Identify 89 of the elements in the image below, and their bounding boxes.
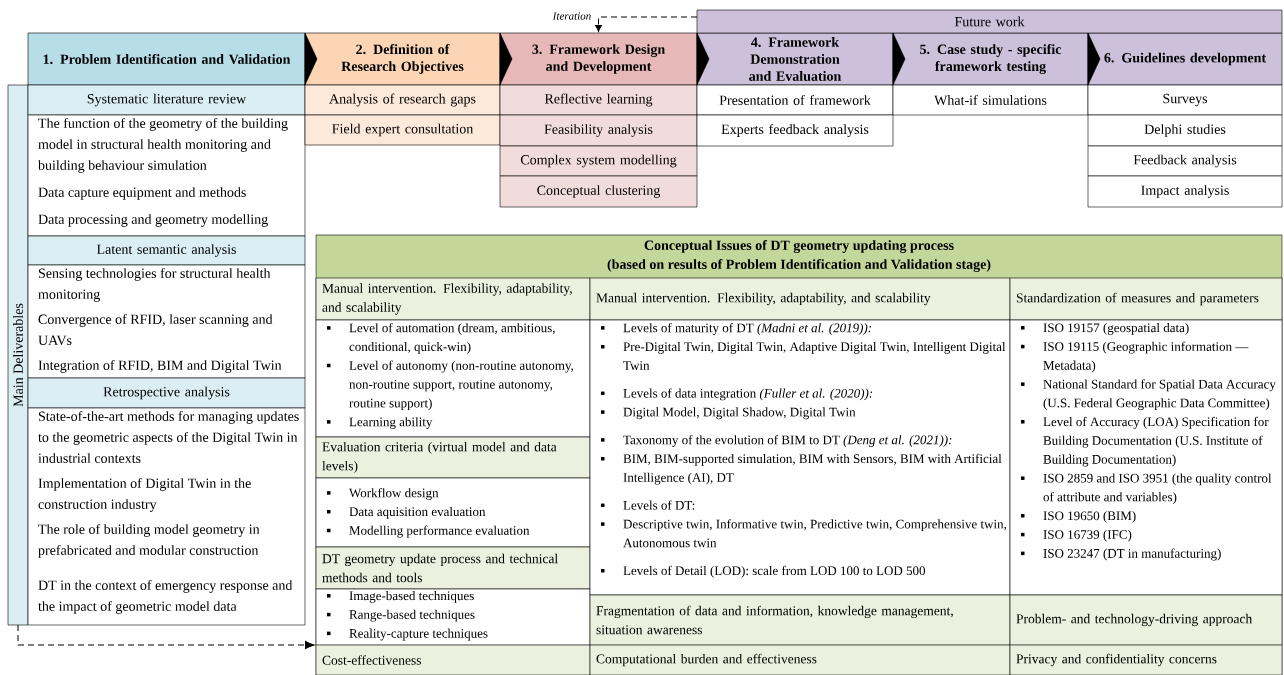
deliverable-text: The role of building model geometry in prefabricated and modular construction: [38, 524, 260, 558]
edge-label: Iteration: [552, 12, 591, 20]
deliverable-text: The function of the geometry of the building model in structural health monitoring and building behaviour simulation: [38, 118, 288, 173]
bullet-item: Pre-Digital Twin, Digital Twin, Adaptive Digital Twin, Intelligent Digital Twin: [601, 341, 1006, 370]
future-work-band: Future work: [696, 9, 1283, 34]
bullet-item: Range-based techniques: [327, 609, 475, 622]
bullet-item: ISO 19115 (Geographic information — Metadata): [1021, 341, 1249, 373]
deliverables-box: [27, 407, 306, 626]
deliverables-box: [27, 264, 306, 379]
method-cell: Delphi studies: [1087, 114, 1283, 147]
deliverables-box: [27, 114, 306, 237]
bullet-item: Level of automation (dream, ambitious, conditional, quick-win): [327, 323, 555, 354]
bullet-list-cell: [315, 319, 591, 438]
bullet-item: Learning ability: [327, 417, 433, 429]
bullet-item: ISO 16739 (IFC): [1021, 529, 1132, 542]
method-cell: Experts feedback analysis: [696, 114, 894, 147]
bullet-item: ISO 19157 (geospatial data): [1021, 323, 1189, 335]
issue-cell: Fragmentation of data and information, knowledge management, situation awareness: [589, 594, 1011, 646]
method-cell: Feasibility analysis: [499, 114, 698, 147]
chevron-arrow: [1087, 32, 1101, 86]
deliverable-text: State-of-the-art methods for managing updates to the geometric aspects of the Digital Twin in industrial contexts: [38, 411, 299, 463]
chevron-arrow: [892, 32, 906, 86]
issue-cell: Standardization of measures and parameters: [1009, 277, 1283, 321]
bullet-list-cell: [315, 477, 591, 548]
stage-header: 3. Framework Design and Development: [499, 32, 698, 86]
bullet-item: ISO 23247 (DT in manufacturing): [1021, 548, 1221, 561]
bullet-item: Levels of maturity of DT (Madni et al. (2019)):: [601, 323, 872, 335]
iteration-arrow: [595, 16, 698, 32]
method-cell: Reflective learning: [499, 84, 698, 116]
table-title: Conceptual Issues of DT geometry updating process: [644, 240, 954, 253]
bullet-item: Modelling performance evaluation: [327, 525, 530, 538]
bullet-item: Level of Accuracy (LOA) Specification for Building Documentation (U.S. Institute of Building Documentation): [1021, 416, 1269, 467]
bullet-item: Digital Model, Digital Shadow, Digital Twin: [601, 407, 856, 420]
chevron-arrow: [696, 32, 710, 86]
bullet-list-cell: [315, 588, 591, 646]
method-cell: Latent semantic analysis: [27, 235, 306, 266]
issue-cell: Evaluation criteria (virtual model and data levels): [315, 436, 591, 479]
bullet-item: Levels of Detail (LOD): scale from LOD 100 to LOD 500: [601, 565, 926, 578]
deliverable-text: Convergence of RFID, laser scanning and UAVs: [38, 314, 273, 346]
method-cell: Feedback analysis: [1087, 145, 1283, 177]
deliverable-text: Data capture equipment and methods: [38, 187, 246, 200]
table-subtitle: (based on results of Problem Identification and Validation stage): [607, 259, 991, 272]
issue-cell: Problem- and technology-driving approach: [1009, 594, 1283, 646]
bullet-item: Taxonomy of the evolution of BIM to DT (Deng et al. (2021)):: [601, 435, 952, 447]
issue-cell: Manual intervention. Flexibility, adaptability, and scalability: [589, 277, 1011, 321]
bullet-item: Data aquisition evaluation: [327, 506, 486, 519]
issue-cell: Privacy and confidentiality concerns: [1009, 644, 1283, 675]
issue-cell: Cost-effectiveness: [315, 644, 591, 675]
stage-header: 1. Problem Identification and Validation: [27, 32, 306, 86]
bullet-item: Level of autonomy (non-routine autonomy, non-routine support, routine autonomy, routine support): [327, 360, 573, 411]
method-cell: What-if simulations: [892, 84, 1089, 116]
bullet-item: Levels of data integration (Fuller et al. (2020)):: [601, 388, 873, 401]
issue-cell: Manual intervention. Flexibility, adaptability, and scalability: [315, 277, 591, 321]
chevron-arrow: [304, 32, 318, 86]
node-label: Cost-effectiveness: [322, 655, 421, 665]
deliverable-text: DT in the context of emergency response and the impact of geometric model data: [38, 580, 293, 614]
stage-header: 5. Case study - specific framework testing: [892, 32, 1089, 86]
stage-header: 2. Definition of Research Objectives: [304, 32, 501, 86]
bullet-item: National Standard for Spatial Data Accuracy (U.S. Federal Geographic Data Committee): [1021, 379, 1276, 411]
bullet-item: Reality-capture techniques: [327, 628, 488, 641]
method-cell: Impact analysis: [1087, 175, 1283, 208]
bullet-item: Image-based techniques: [327, 591, 474, 603]
method-cell: Presentation of framework: [696, 84, 894, 116]
method-cell: Complex system modelling: [499, 145, 698, 177]
issue-cell: DT geometry update process and technical methods and tools: [315, 546, 591, 590]
deliverable-text: Integration of RFID, BIM and Digital Twin: [38, 360, 282, 373]
method-cell: Systematic literature review: [27, 84, 306, 116]
chevron-arrow: [499, 32, 513, 86]
bullet-item: Levels of DT:: [601, 500, 695, 510]
stage-header: 4. Framework Demonstration and Evaluation: [696, 32, 894, 86]
side-band: Main Deliverables: [7, 84, 29, 626]
bullet-list-cell: [1009, 319, 1283, 596]
bullet-item: BIM, BIM-supported simulation, BIM with Sensors, BIM with Artificial Intelligence (AI), DT: [601, 453, 1002, 485]
deliverable-text: Sensing technologies for structural health monitoring: [38, 268, 271, 302]
method-cell: Surveys: [1087, 84, 1283, 116]
method-cell: Retrospective analysis: [27, 377, 306, 409]
bullet-item: ISO 19650 (BIM): [1021, 511, 1136, 523]
dashed-arrow: [17, 624, 315, 650]
deliverable-text: Data processing and geometry modelling: [38, 214, 268, 227]
method-cell: Conceptual clustering: [499, 175, 698, 208]
bullet-list-cell: [589, 319, 1011, 596]
deliverable-text: Implementation of Digital Twin in the construction industry: [38, 478, 251, 512]
method-cell: Field expert consultation: [304, 114, 501, 146]
bullet-item: Workflow design: [327, 488, 439, 500]
stage-header: 6. Guidelines development: [1087, 32, 1283, 86]
method-cell: Analysis of research gaps: [304, 84, 501, 116]
bullet-item: ISO 2859 and ISO 3951 (the quality control of attribute and variables): [1021, 473, 1272, 504]
issue-cell: Computational burden and effectiveness: [589, 644, 1011, 675]
bullet-item: Descriptive twin, Informative twin, Predictive twin, Comprehensive twin, Autonomous twin: [601, 519, 1006, 548]
